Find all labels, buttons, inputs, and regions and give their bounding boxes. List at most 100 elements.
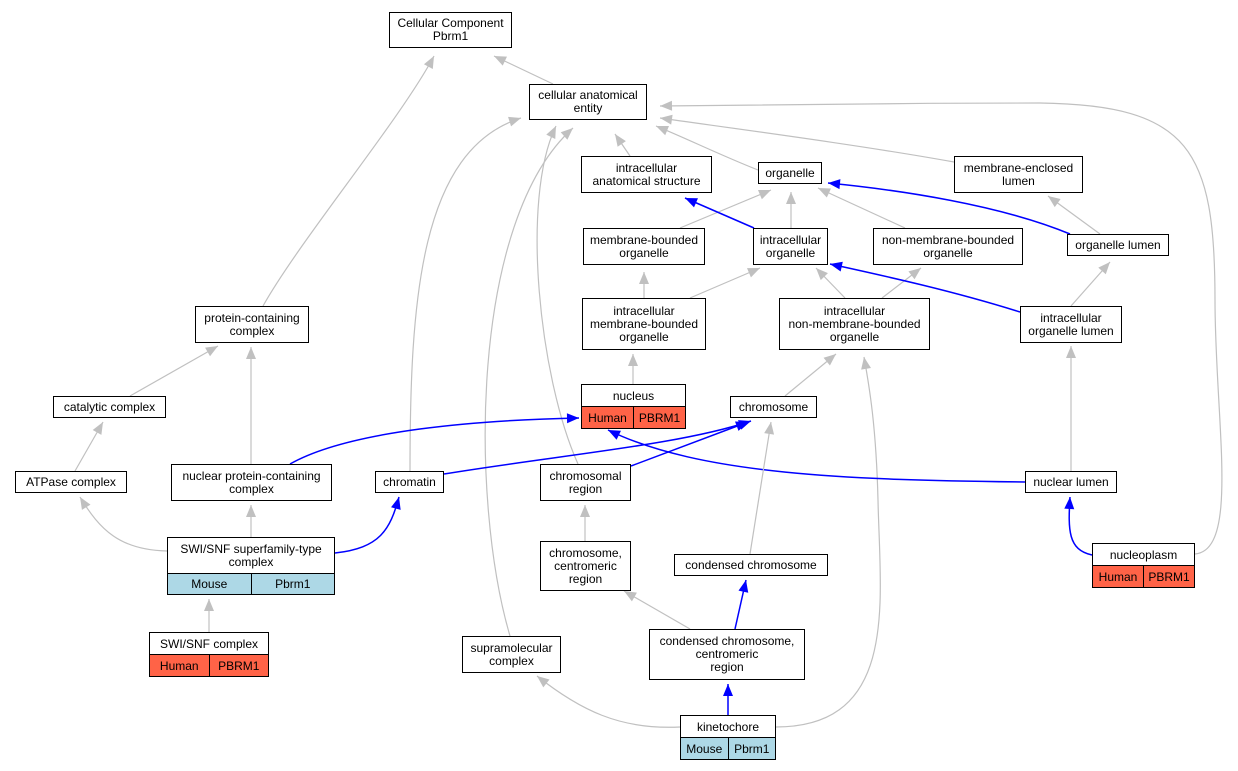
arrowhead-icon [205, 346, 218, 357]
node-label: nucleoplasm [1109, 547, 1178, 562]
node-label: condensed chromosome [685, 557, 817, 572]
node-membrane-bounded-organelle[interactable]: membrane-bounded organelle [583, 228, 705, 265]
node-label: intracellular organelle [759, 232, 822, 260]
node-label: organelle [765, 165, 815, 180]
edge-chromosomal-region-to-cellular-anatomical-entity [536, 125, 579, 465]
edge-kinetochore-to-supramolecular-complex [536, 675, 681, 728]
arrowhead-icon [624, 591, 637, 602]
gene-cell: PBRM1 [208, 655, 269, 676]
node-intracellular-non-membrane-bounded-organelle[interactable]: intracellular non-membrane-bounded organ… [779, 298, 930, 350]
node-label: SWI/SNF superfamily-type complex [180, 542, 322, 569]
edge-line [536, 125, 579, 465]
node-intracellular-organelle-lumen[interactable]: intracellular organelle lumen [1020, 306, 1122, 343]
node-catalytic-complex[interactable]: catalytic complex [53, 396, 166, 418]
edge-atpase-complex-to-catalytic-complex [74, 421, 104, 472]
node-label: condensed chromosome, centromeric region [659, 634, 795, 674]
node-label: protein-containing complex [204, 310, 300, 338]
node-organelle-lumen[interactable]: organelle lumen [1067, 234, 1169, 256]
edge-swi-snf-superfamily-to-chromatin [334, 496, 401, 554]
node-intracellular-membrane-bounded-organelle[interactable]: intracellular membrane-bounded organelle [582, 298, 706, 350]
arrowhead-icon [1064, 497, 1075, 510]
arrowhead-icon [246, 505, 256, 517]
node-chromosome[interactable]: chromosome [730, 396, 817, 418]
edge-intracellular-organelle-lumen-to-intracellular-organelle [829, 261, 1021, 313]
edge-organelle-lumen-to-membrane-enclosed-lumen [1047, 195, 1101, 235]
node-condensed-chromosome-centromeric-region[interactable]: condensed chromosome, centromeric region [649, 629, 805, 680]
arrowhead-icon [908, 268, 921, 280]
arrowhead-icon [508, 116, 521, 127]
arrowhead-icon [735, 421, 748, 431]
arrowhead-icon [1098, 262, 1110, 275]
node-protein-containing-complex[interactable]: protein-containing complex [195, 306, 309, 343]
edge-supramolecular-complex-to-cellular-anatomical-entity [484, 127, 574, 637]
arrowhead-icon [738, 580, 749, 593]
edge-line [484, 127, 574, 637]
edge-intracellular-non-membrane-bounded-organelle-to-intracellular-organelle [815, 267, 846, 299]
gene-cell: Pbrm1 [727, 738, 776, 759]
node-chromatin[interactable]: chromatin [375, 471, 444, 493]
node-nuclear-lumen[interactable]: nuclear lumen [1025, 471, 1117, 493]
node-organelle[interactable]: organelle [758, 162, 822, 184]
node-label: catalytic complex [63, 399, 156, 414]
node-condensed-chromosome[interactable]: condensed chromosome [674, 554, 828, 576]
arrowhead-icon [537, 676, 550, 688]
arrowhead-icon [1066, 346, 1076, 358]
node-atpase-complex[interactable]: ATPase complex [15, 471, 127, 493]
node-label: chromosomal region [549, 468, 622, 496]
edge-organelle-lumen-to-organelle [827, 179, 1071, 235]
edge-non-membrane-bounded-organelle-to-organelle [817, 187, 906, 229]
edge-line [659, 117, 955, 163]
arrowhead-icon [764, 422, 775, 435]
edge-membrane-bounded-organelle-to-organelle [679, 189, 772, 229]
arrowhead-icon [80, 497, 91, 510]
edge-intracellular-membrane-bounded-organelle-to-membrane-bounded-organelle [639, 272, 649, 298]
edge-nuclear-lumen-to-intracellular-organelle-lumen [1066, 346, 1076, 471]
edge-line [443, 420, 752, 475]
arrowhead-icon [816, 268, 828, 281]
edge-swi-snf-superfamily-to-nuclear-protein-containing-complex [246, 505, 256, 537]
node-label: nuclear lumen [1033, 474, 1109, 489]
edge-condensed-chromosome-centromeric-region-to-chromosome-centromeric-region [623, 590, 691, 630]
node-nuclear-protein-containing-complex[interactable]: nuclear protein-containing complex [171, 464, 332, 501]
species-cell: Human [159, 658, 199, 673]
edge-line [536, 675, 681, 728]
node-label: intracellular membrane-bounded organelle [589, 303, 699, 344]
node-supramolecular-complex[interactable]: supramolecular complex [462, 636, 561, 673]
species-cell: Mouse [191, 577, 228, 591]
node-label: membrane-enclosed lumen [963, 160, 1074, 188]
edge-condensed-chromosome-to-chromosome [749, 421, 775, 555]
node-chromosome-centromeric-region[interactable]: chromosome, centromeric region [540, 541, 631, 591]
node-root[interactable]: Cellular Component Pbrm1 [389, 12, 512, 48]
species-gene-row: Human PBRM1 [150, 654, 268, 676]
arrowhead-icon [580, 505, 590, 517]
node-chromosomal-region[interactable]: chromosomal region [540, 464, 631, 501]
node-membrane-enclosed-lumen[interactable]: membrane-enclosed lumen [954, 156, 1083, 193]
node-label: intracellular organelle lumen [1028, 310, 1114, 338]
edge-line [829, 263, 1021, 313]
edge-line [827, 182, 1071, 235]
edge-line [79, 496, 168, 552]
edge-chromosome-centromeric-region-to-chromosomal-region [580, 505, 590, 541]
edge-nuclear-protein-containing-complex-to-nucleus [289, 413, 580, 465]
node-cellular-anatomical-entity[interactable]: cellular anatomical entity [529, 84, 647, 120]
node-label: chromatin [383, 474, 436, 489]
edge-line [775, 356, 881, 728]
node-intracellular-anatomical-structure[interactable]: intracellular anatomical structure [581, 156, 712, 193]
node-intracellular-organelle[interactable]: intracellular organelle [753, 228, 828, 265]
edge-line [689, 267, 761, 299]
edge-chromosomal-region-to-chromosome [630, 421, 749, 467]
edge-kinetochore-to-condensed-chromosome-centromeric-region [723, 684, 733, 715]
gene-cell: PBRM1 [633, 407, 685, 428]
arrowhead-icon [758, 190, 771, 200]
edges-layer [74, 55, 1223, 728]
node-non-membrane-bounded-organelle[interactable]: non-membrane-bounded organelle [873, 228, 1023, 265]
arrowhead-icon [423, 56, 434, 69]
